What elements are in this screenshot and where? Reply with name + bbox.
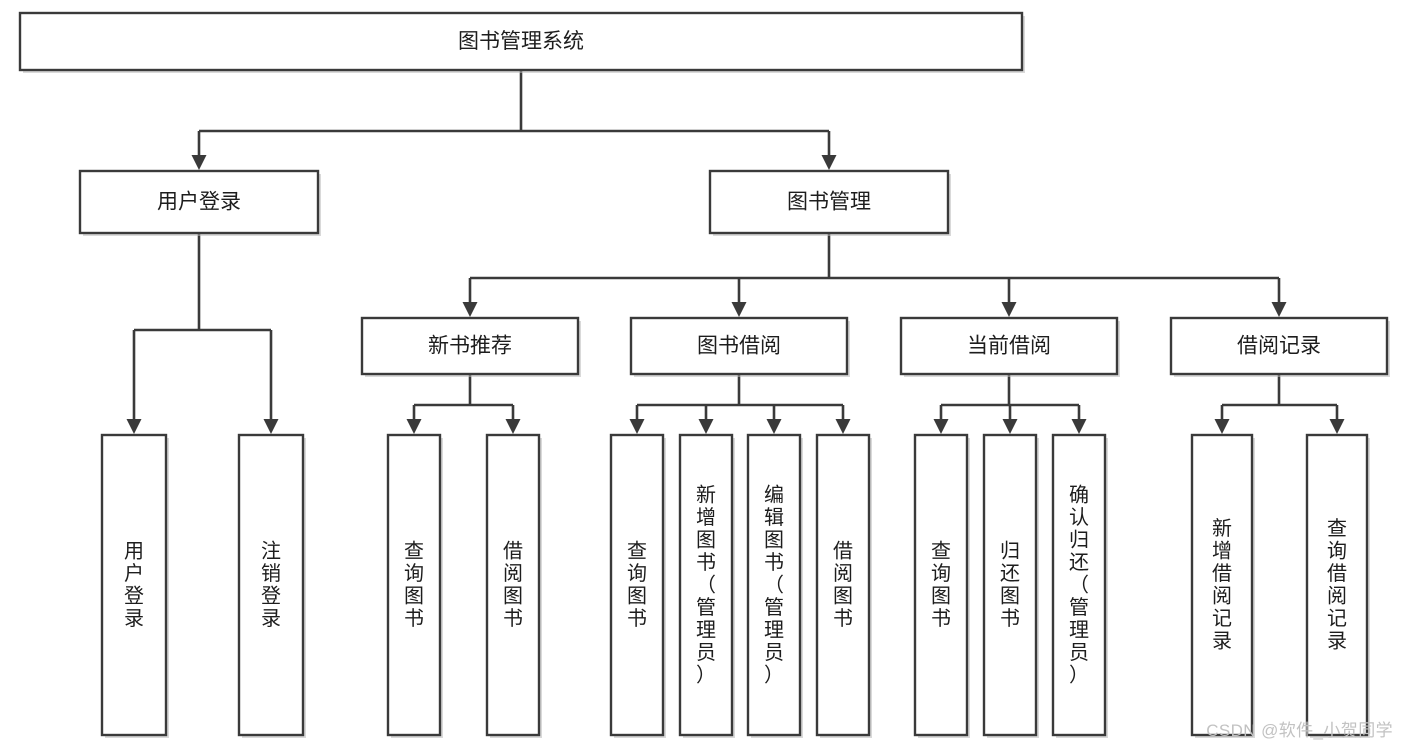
node-label: 新书推荐 xyxy=(428,335,512,358)
node-box[interactable] xyxy=(1169,316,1389,376)
node-new-book-recommend[interactable]: 新书推荐 xyxy=(360,316,581,377)
node-label: 编辑图书（管理员） xyxy=(764,483,784,686)
arrow-head-icon xyxy=(766,419,782,434)
arrow-head-icon xyxy=(505,419,521,434)
node-box[interactable] xyxy=(899,316,1119,376)
node-current-borrow[interactable]: 当前借阅 xyxy=(899,316,1120,377)
arrow-head-icon xyxy=(1329,419,1345,434)
arrow-head-icon xyxy=(1071,419,1087,434)
node-label: 查询图书 xyxy=(931,540,951,631)
node-current-query-book[interactable]: 查询图书 xyxy=(913,433,970,738)
node-box[interactable] xyxy=(708,169,950,235)
node-recommend-query-book[interactable]: 查询图书 xyxy=(386,433,443,738)
arrow-head-icon xyxy=(629,419,645,434)
node-book-management[interactable]: 图书管理 xyxy=(708,169,951,236)
node-box[interactable] xyxy=(913,433,969,737)
node-label: 用户登录 xyxy=(157,191,241,214)
node-current-confirm-return[interactable]: 确认归还（管理员） xyxy=(1051,433,1108,738)
node-box[interactable] xyxy=(746,433,802,737)
node-box[interactable] xyxy=(360,316,580,376)
node-label: 当前借阅 xyxy=(967,335,1051,358)
node-box[interactable] xyxy=(237,433,305,737)
node-label: 确认归还（管理员） xyxy=(1069,483,1089,686)
node-box[interactable] xyxy=(982,433,1038,737)
node-label: 借阅记录 xyxy=(1237,335,1321,358)
node-borrow-query-book[interactable]: 查询图书 xyxy=(609,433,666,738)
arrow-head-icon xyxy=(731,302,747,317)
node-borrow-records[interactable]: 借阅记录 xyxy=(1169,316,1390,377)
node-label: 图书管理 xyxy=(787,191,871,214)
node-records-query[interactable]: 查询借阅记录 xyxy=(1305,433,1370,738)
arrow-head-icon xyxy=(126,419,142,434)
node-box[interactable] xyxy=(629,316,849,376)
arrow-head-icon xyxy=(698,419,714,434)
arrow-head-icon xyxy=(933,419,949,434)
node-label: 查询借阅记录 xyxy=(1327,517,1347,653)
node-label: 图书管理系统 xyxy=(458,30,584,53)
arrow-head-icon xyxy=(821,155,837,170)
connector-layer xyxy=(126,70,1345,434)
node-label: 借阅图书 xyxy=(833,540,853,631)
node-layer: 图书管理系统用户登录用户登录注销登录图书管理新书推荐查询图书借阅图书图书借阅查询… xyxy=(18,11,1390,738)
arrow-head-icon xyxy=(1002,419,1018,434)
node-borrow-add-book[interactable]: 新增图书（管理员） xyxy=(678,433,735,738)
arrow-head-icon xyxy=(1214,419,1230,434)
node-box[interactable] xyxy=(18,11,1024,72)
node-book-borrow[interactable]: 图书借阅 xyxy=(629,316,850,377)
node-user-login[interactable]: 用户登录 xyxy=(78,169,321,236)
node-label: 归还图书 xyxy=(1000,540,1020,631)
node-borrow-borrow-book[interactable]: 借阅图书 xyxy=(815,433,872,738)
node-user-login-do[interactable]: 用户登录 xyxy=(100,433,169,738)
node-current-return-book[interactable]: 归还图书 xyxy=(982,433,1039,738)
arrow-head-icon xyxy=(406,419,422,434)
arrow-head-icon xyxy=(1271,302,1287,317)
node-label: 图书借阅 xyxy=(697,335,781,358)
node-label: 新增图书（管理员） xyxy=(696,483,716,686)
node-box[interactable] xyxy=(815,433,871,737)
node-box[interactable] xyxy=(1051,433,1107,737)
node-box[interactable] xyxy=(78,169,320,235)
arrow-head-icon xyxy=(1001,302,1017,317)
node-root[interactable]: 图书管理系统 xyxy=(18,11,1025,73)
node-box[interactable] xyxy=(485,433,541,737)
node-label: 借阅图书 xyxy=(503,540,523,631)
node-box[interactable] xyxy=(678,433,734,737)
node-box[interactable] xyxy=(1190,433,1254,737)
node-borrow-edit-book[interactable]: 编辑图书（管理员） xyxy=(746,433,803,738)
node-label: 查询图书 xyxy=(627,540,647,631)
node-records-add[interactable]: 新增借阅记录 xyxy=(1190,433,1255,738)
node-recommend-borrow-book[interactable]: 借阅图书 xyxy=(485,433,542,738)
node-label: 新增借阅记录 xyxy=(1212,517,1232,653)
node-box[interactable] xyxy=(386,433,442,737)
watermark-text: CSDN @软件_小贺同学 xyxy=(1206,721,1393,740)
node-box[interactable] xyxy=(100,433,168,737)
node-user-logout[interactable]: 注销登录 xyxy=(237,433,306,738)
node-box[interactable] xyxy=(609,433,665,737)
node-box[interactable] xyxy=(1305,433,1369,737)
arrow-head-icon xyxy=(191,155,207,170)
arrow-head-icon xyxy=(462,302,478,317)
arrow-head-icon xyxy=(263,419,279,434)
node-label: 用户登录 xyxy=(124,541,144,631)
node-label: 查询图书 xyxy=(404,540,424,631)
node-label: 注销登录 xyxy=(261,540,281,631)
arrow-head-icon xyxy=(835,419,851,434)
